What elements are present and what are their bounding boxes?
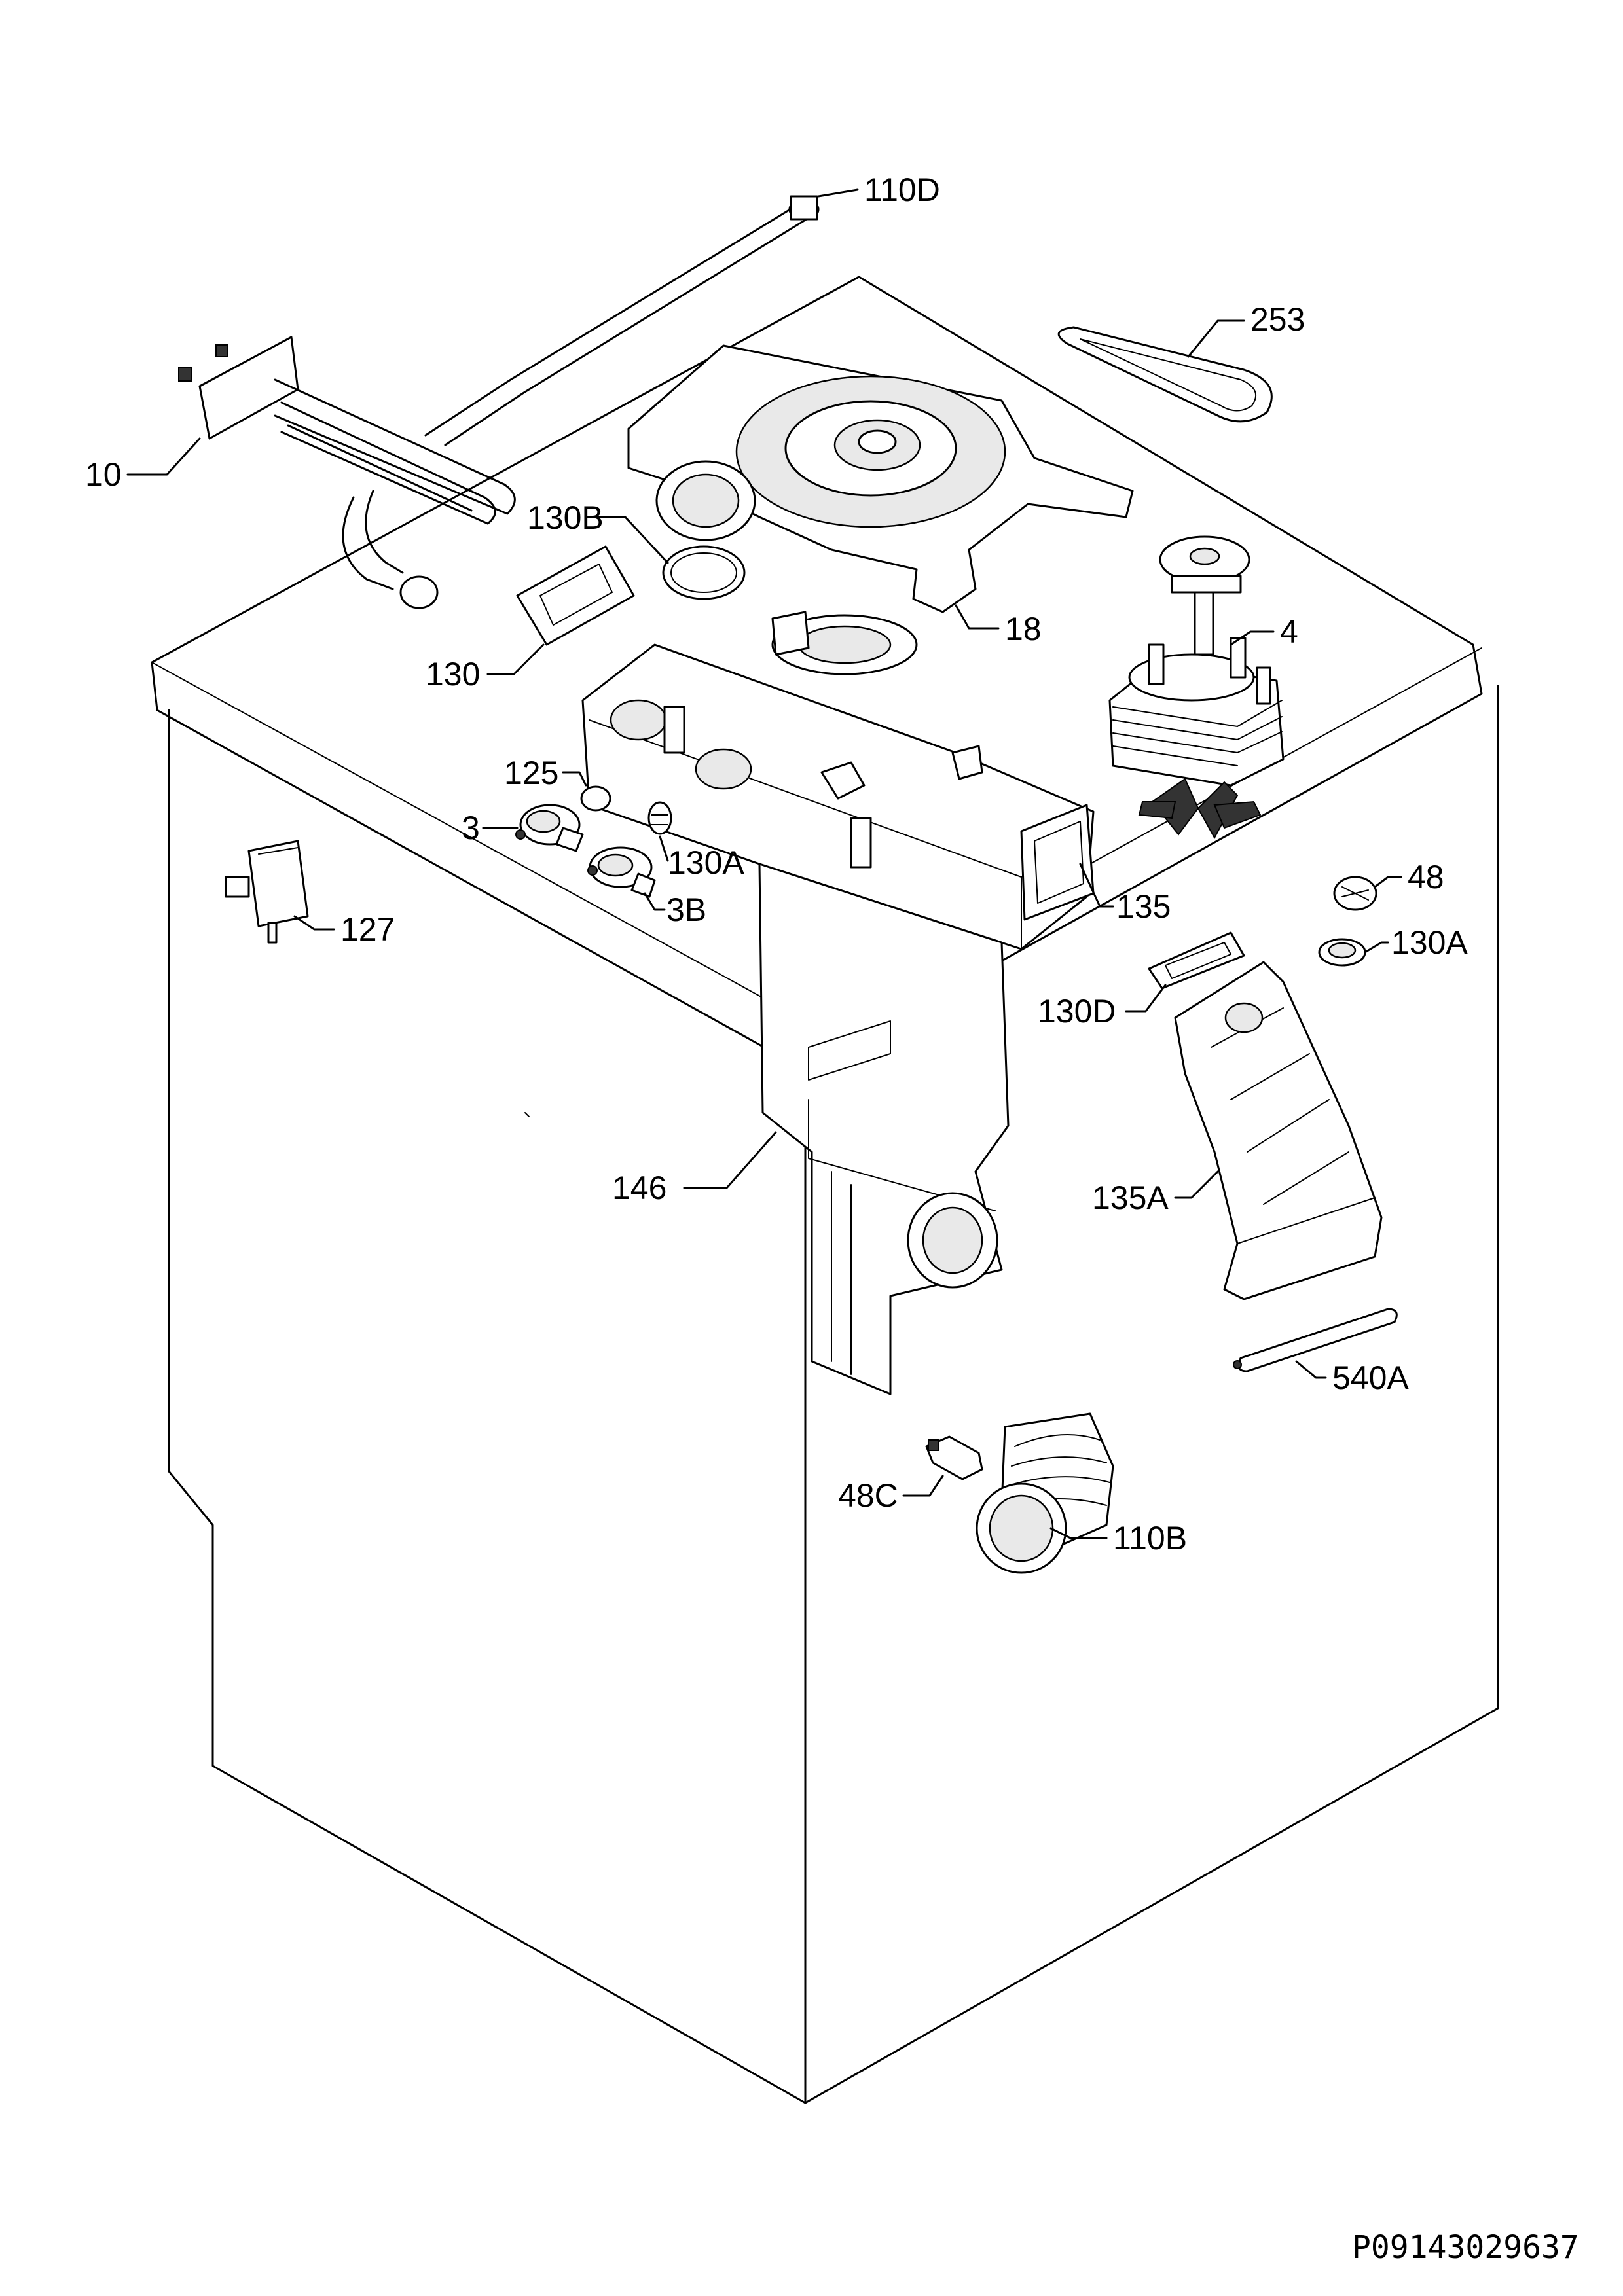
label-125: 125 [504,755,558,791]
leader-135 [1079,863,1114,908]
part-4-fan-motor [1108,535,1285,840]
leader-130A-right [1364,941,1389,954]
label-130A-right: 130A [1391,924,1468,961]
part-labels: 110D 253 10 130B 18 4 130 125 3 130A 3B … [85,171,1468,1556]
leader-130 [486,643,545,675]
label-146: 146 [612,1170,666,1206]
part-127-switch [225,840,309,944]
label-540A: 540A [1332,1359,1409,1396]
leader-lines [126,188,1402,1539]
label-130B: 130B [527,499,604,536]
cabinet-right-side [804,685,1499,2104]
cabinet-front-side [168,709,807,2104]
label-130: 130 [426,656,480,692]
part-130D-gasket [1148,931,1245,990]
part-130B-seal [662,545,746,600]
leader-130B [594,516,669,564]
part-130A-grommet-left [647,801,672,835]
part-135-air-duct [581,611,1095,950]
leader-253 [1187,319,1245,358]
label-4: 4 [1280,613,1298,650]
part-540A-seal [1233,1308,1398,1372]
label-127: 127 [340,911,395,948]
label-48: 48 [1408,859,1444,895]
leader-110B [1049,1527,1108,1539]
label-110D: 110D [864,171,940,208]
part-3B-thermostat [587,846,656,898]
label-48C: 48C [838,1477,898,1514]
leader-4 [1230,630,1275,646]
part-110D-hose [424,195,820,446]
part-130-gasket [516,545,635,646]
label-253: 253 [1250,301,1305,338]
label-135: 135 [1116,888,1171,925]
label-18: 18 [1005,611,1042,647]
label-3: 3 [462,810,480,846]
part-135A-condenser [1174,961,1383,1300]
part-10-heating-element [178,336,516,609]
leader-125 [562,771,587,787]
label-3B: 3B [666,891,706,928]
leader-18 [955,604,1000,630]
leader-130A-left [659,835,669,862]
part-18-housing [627,344,1134,613]
leader-110D [817,188,859,198]
cabinet-top-outline [151,276,1483,1071]
part-253-belt [1057,326,1273,423]
label-130A-left: 130A [668,844,744,881]
label-135A: 135A [1092,1179,1169,1216]
part-110B-bellows [976,1412,1114,1574]
part-130A-grommet-right [1318,938,1366,967]
leader-3B [644,892,666,911]
label-10: 10 [85,456,122,493]
part-125-o-ring [580,785,611,812]
leader-127 [293,915,335,931]
leader-48 [1374,876,1402,888]
leader-146 [683,1131,777,1189]
leader-540A [1295,1360,1327,1379]
leader-130D [1125,984,1167,1013]
part-146-lower-duct [758,863,1010,1395]
leader-48C [902,1475,944,1497]
diagram-code: P09143029637 [1352,2229,1579,2266]
label-110B: 110B [1113,1520,1187,1556]
leader-135A [1174,1170,1219,1199]
part-3-thermostat [515,804,584,852]
label-130D: 130D [1038,993,1116,1030]
leader-10 [126,437,201,476]
part-48C-sensor [925,1435,983,1480]
part-48-cap [1333,876,1377,911]
